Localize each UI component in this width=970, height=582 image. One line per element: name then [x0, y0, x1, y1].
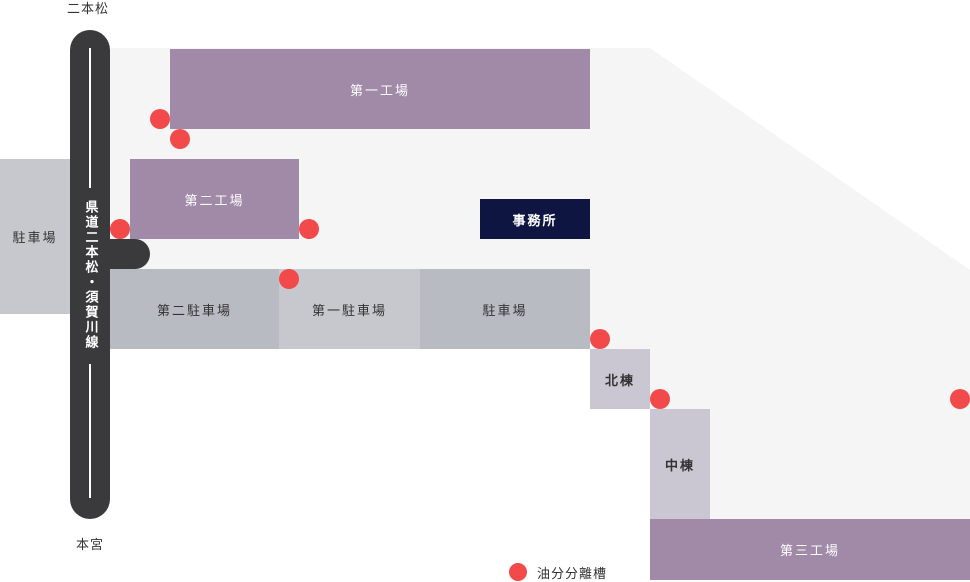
parking-west-label: 駐車場	[12, 231, 58, 246]
center-building: 中棟	[650, 409, 710, 519]
office-label: 事務所	[512, 213, 558, 229]
place-label-motomiya: 本宮	[76, 538, 105, 553]
place-label-nihonmatsu: 二本松	[67, 2, 110, 17]
oil-separator-marker	[170, 129, 190, 149]
office: 事務所	[480, 199, 590, 239]
parking-1-label: 第一駐車場	[311, 303, 387, 319]
road-name-label: 県道二本松・須賀川線	[70, 196, 110, 354]
oil-separator-marker	[299, 219, 319, 239]
parking-2-label: 第二駐車場	[156, 303, 232, 319]
oil-separator-marker	[150, 109, 170, 129]
legend-oil-separator-label: 油分分離槽	[537, 567, 608, 582]
parking-west: 駐車場	[0, 159, 70, 314]
road-centerline-bottom	[89, 364, 91, 498]
oil-separator-marker	[110, 219, 130, 239]
factory-3-label: 第三工場	[779, 544, 840, 559]
factory-1-label: 第一工場	[349, 83, 410, 99]
factory-1: 第一工場	[170, 49, 590, 129]
oil-separator-marker	[279, 269, 299, 289]
road-centerline-top	[89, 48, 91, 188]
oil-separator-marker	[590, 329, 610, 349]
parking-main-label: 駐車場	[482, 303, 528, 319]
oil-separator-marker	[950, 389, 970, 409]
parking-main: 駐車場	[420, 269, 590, 349]
legend-oil-separator-swatch	[509, 563, 527, 581]
north-building-label: 北棟	[604, 373, 635, 389]
factory-2: 第二工場	[130, 159, 299, 239]
parking-2: 第二駐車場	[110, 269, 279, 349]
oil-separator-marker	[650, 389, 670, 409]
parking-1: 第一駐車場	[279, 269, 420, 349]
factory-3: 第三工場	[650, 519, 970, 580]
center-building-label: 中棟	[664, 458, 695, 474]
factory-2-label: 第二工場	[184, 193, 245, 209]
north-building: 北棟	[590, 349, 650, 409]
